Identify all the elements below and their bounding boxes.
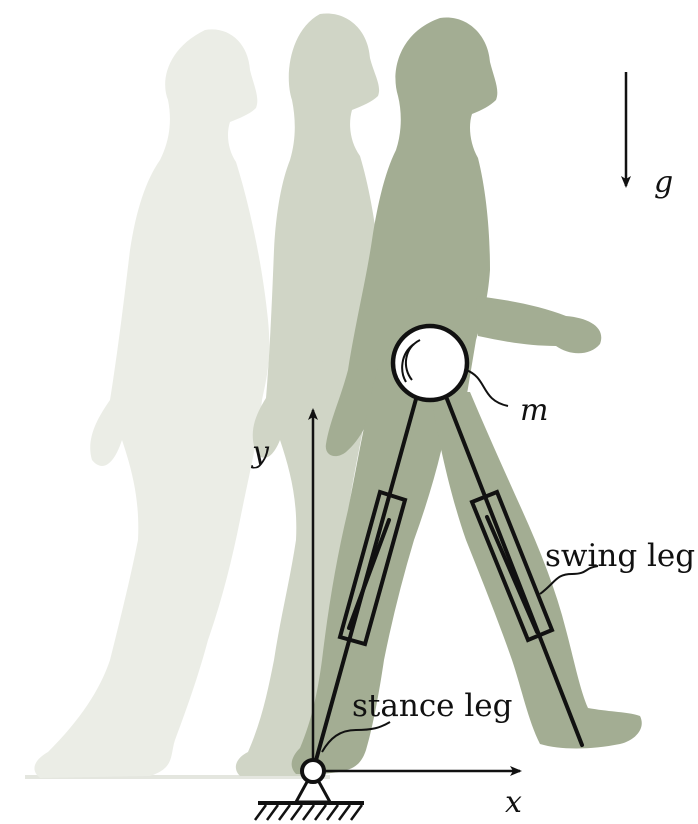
ground-hatching (255, 805, 362, 820)
y-axis-label: y (250, 435, 270, 470)
hip-mass (393, 326, 467, 400)
gravity-label: g (654, 165, 673, 200)
swing-leg-label: swing leg (545, 538, 695, 574)
x-axis-label: x (505, 785, 522, 820)
mass-label: m (520, 393, 548, 428)
stance-leg-label: stance leg (352, 688, 512, 724)
ghost-walker-light (34, 29, 269, 778)
